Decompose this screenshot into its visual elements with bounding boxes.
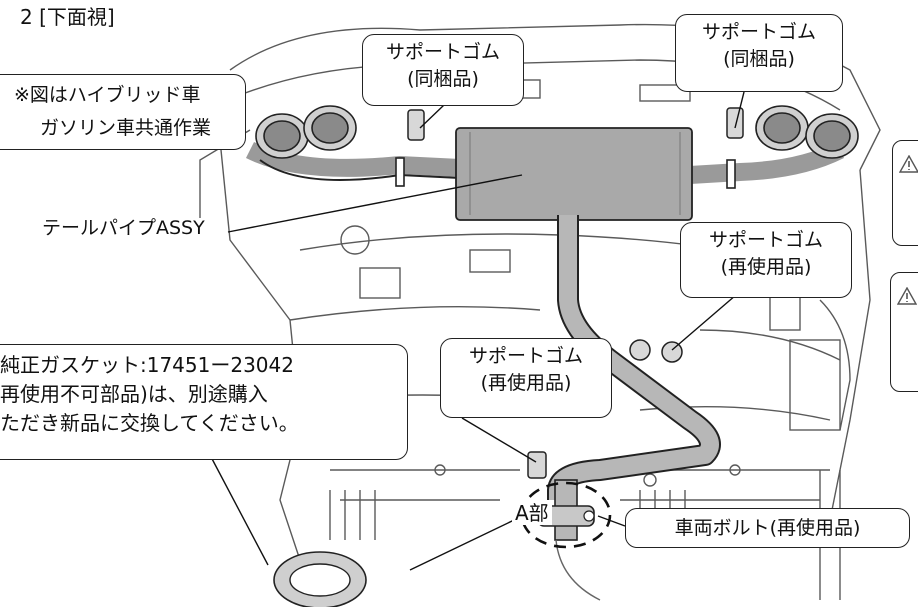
warning-icon — [899, 155, 918, 173]
detail-a-circle — [520, 481, 612, 549]
gasket-note-box: 純正ガスケット:17451ー23042 再使用不可部品)は、別途購入 ただき新品… — [0, 344, 408, 460]
vehicle-bolt-callout: 車両ボルト(再使用品) — [625, 508, 910, 548]
muffler — [455, 127, 693, 221]
warning-box-1 — [892, 140, 918, 246]
support-rubber-reuse-right: サポートゴム (再使用品) — [680, 222, 852, 298]
vehicle-note-line1: ※図はハイブリッド車 — [14, 84, 201, 106]
gasket-note-line2: 再使用不可部品)は、別途購入 — [0, 382, 268, 406]
vehicle-note-box: ※図はハイブリッド車 ガソリン車共通作業 — [0, 74, 246, 150]
callout-line2: (再使用品) — [480, 372, 572, 394]
leader-lines — [209, 91, 745, 571]
left-tail-pipes — [245, 105, 461, 187]
callout-line1: サポートゴム — [385, 41, 500, 63]
gasket-note-line1: 純正ガスケット:17451ー23042 — [0, 353, 294, 377]
view-label: 2 [下面視] — [20, 5, 115, 29]
callout-line2: (再使用品) — [720, 256, 812, 278]
callout-line1: サポートゴム — [701, 21, 816, 43]
right-tail-pipes — [689, 105, 859, 189]
gasket-note-line3: ただき新品に交換してください。 — [0, 411, 299, 435]
callout-line2: (同梱品) — [407, 68, 479, 90]
detail-a-label: A部 — [512, 502, 552, 525]
callout-line2: (同梱品) — [723, 48, 795, 70]
support-rubber-included-left: サポートゴム (同梱品) — [362, 34, 524, 106]
warning-icon — [897, 287, 917, 305]
tail-pipe-label: テールパイプASSY — [40, 217, 207, 240]
vehicle-note-line2: ガソリン車共通作業 — [40, 117, 212, 139]
vehicle-bolt-label: 車両ボルト(再使用品) — [674, 517, 861, 539]
callout-line1: サポートゴム — [468, 345, 583, 367]
support-rubbers — [407, 107, 744, 479]
warning-box-2 — [890, 272, 918, 392]
support-rubber-included-right: サポートゴム (同梱品) — [675, 14, 843, 92]
support-rubber-reuse-center: サポートゴム (再使用品) — [440, 338, 612, 418]
gasket-ring — [273, 551, 367, 607]
callout-line1: サポートゴム — [708, 229, 823, 251]
front-pipe — [537, 215, 721, 601]
